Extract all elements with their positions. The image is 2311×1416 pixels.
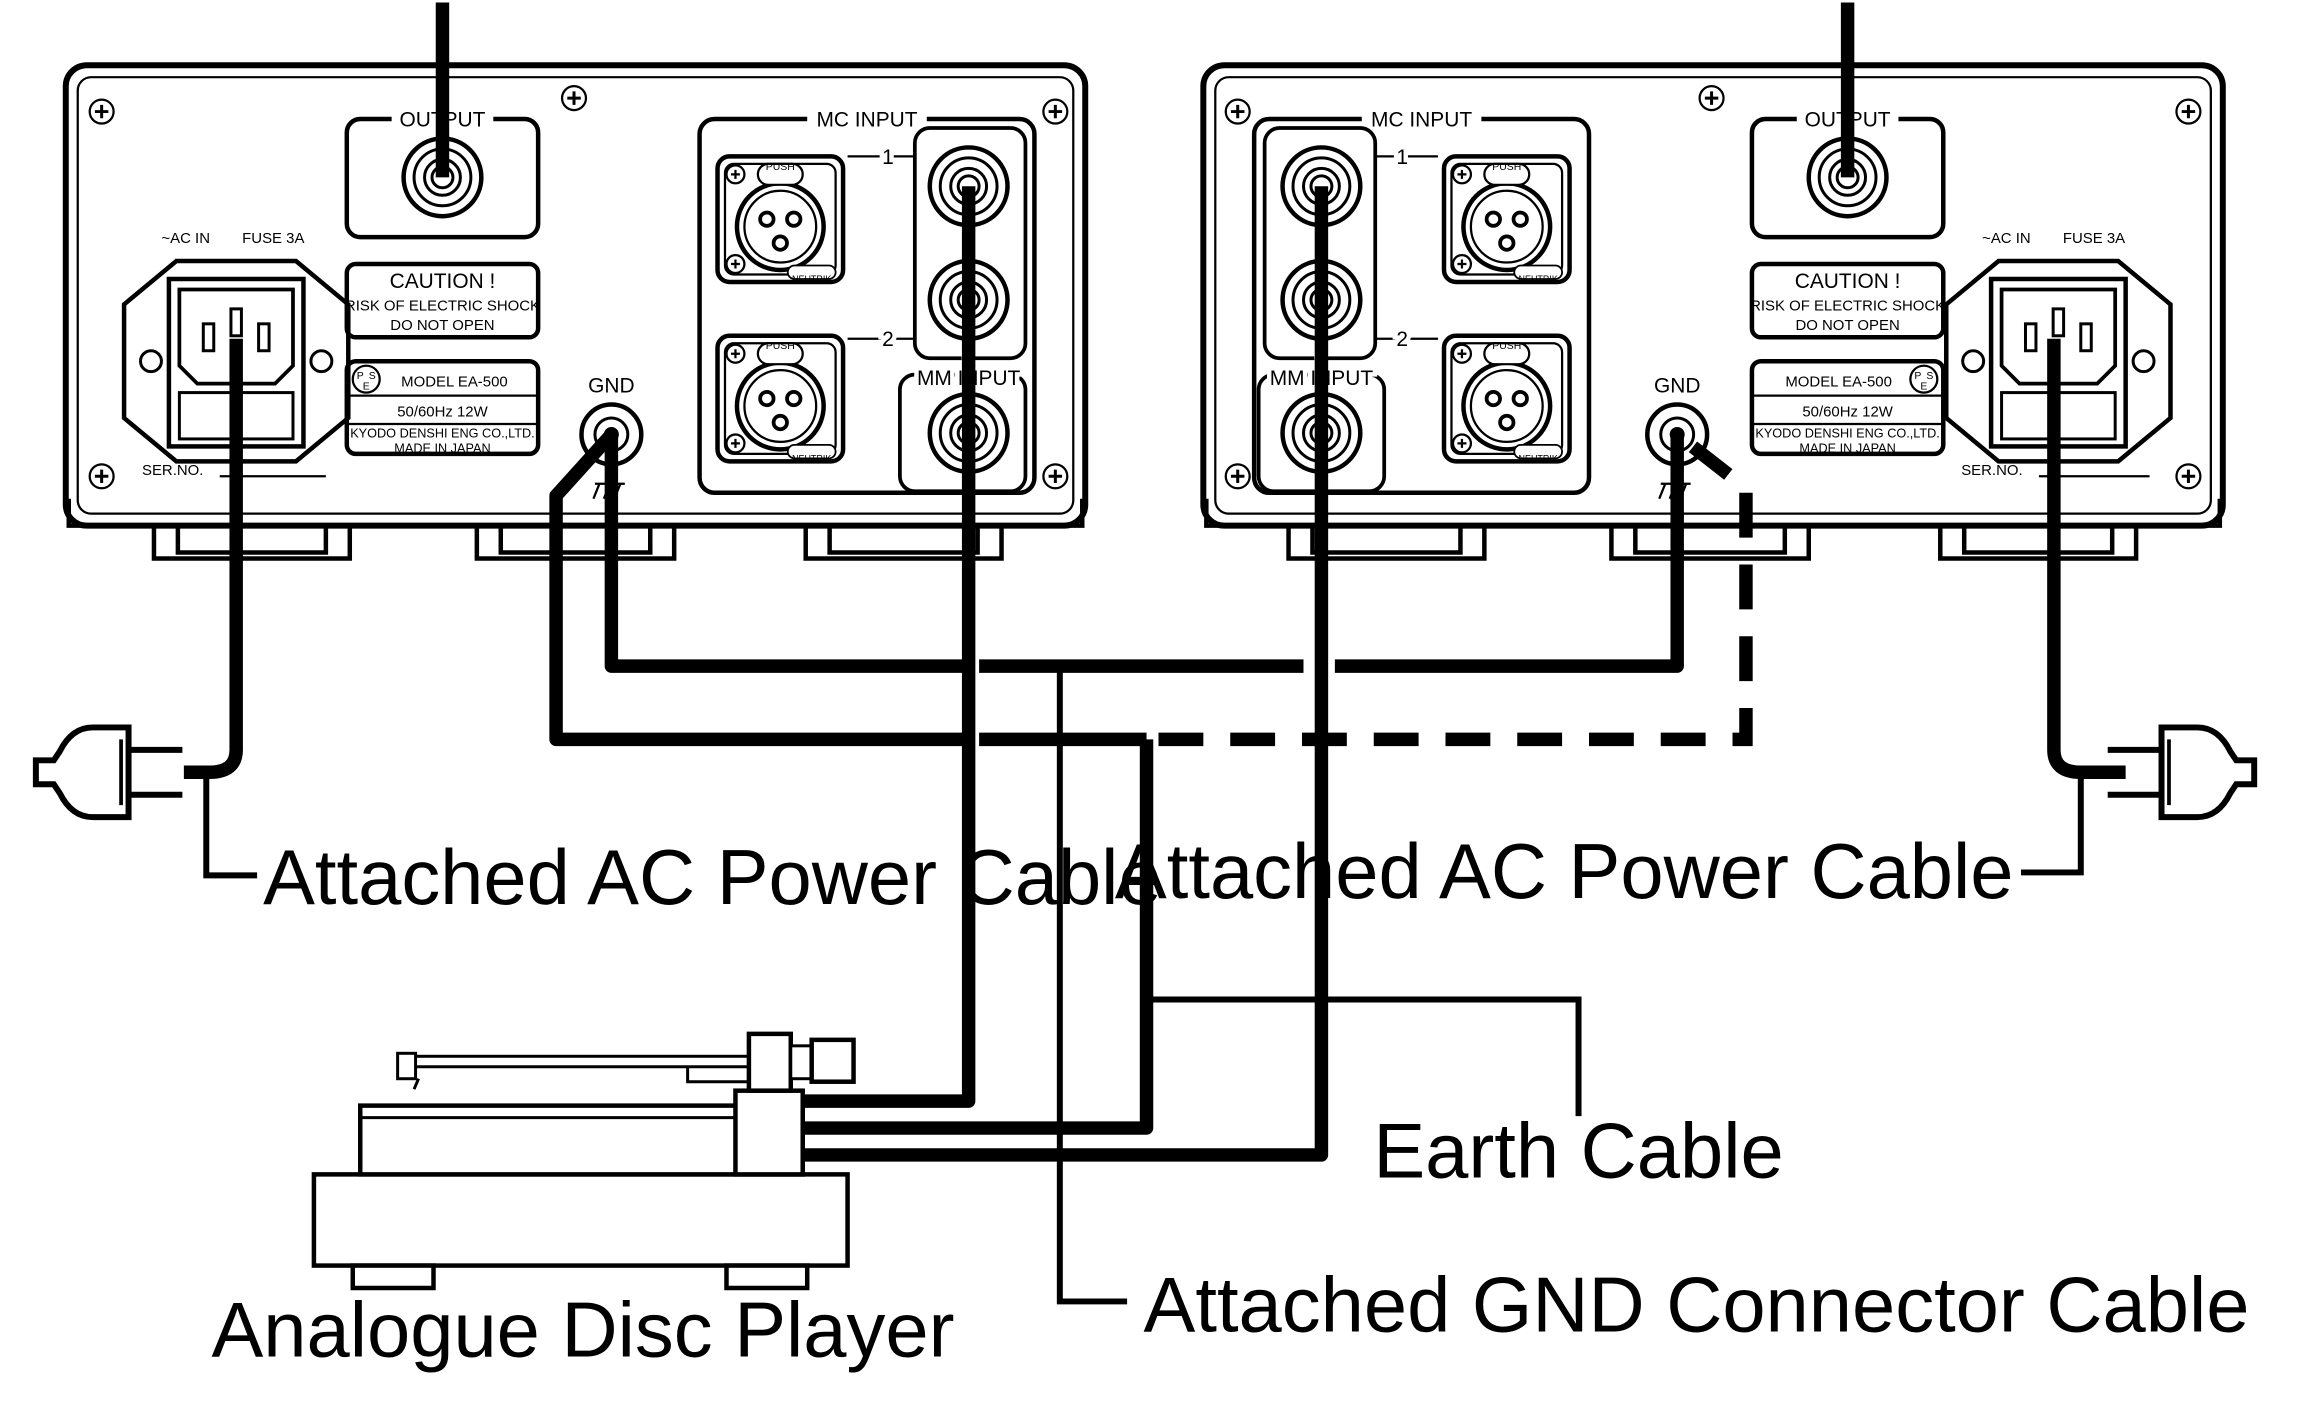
caution-line1: RISK OF ELECTRIC SHOCK bbox=[1750, 297, 1945, 314]
mc-input-1-xlr[interactable] bbox=[1444, 156, 1570, 282]
svg-text:1: 1 bbox=[1396, 146, 1408, 169]
model-label: MODEL EA-500 bbox=[401, 374, 508, 391]
gnd-connector-cable bbox=[979, 434, 1684, 673]
earth-cable-label: Earth Cable bbox=[1373, 1108, 1783, 1194]
fuse-label: FUSE 3A bbox=[242, 230, 304, 247]
svg-text:E: E bbox=[363, 382, 370, 393]
svg-text:1: 1 bbox=[882, 146, 894, 169]
disc-player-label: Analogue Disc Player bbox=[211, 1288, 954, 1374]
caution-title: CAUTION ! bbox=[1795, 270, 1901, 293]
rating-label: 50/60Hz 12W bbox=[397, 404, 488, 421]
pse-mark bbox=[1909, 364, 1939, 394]
panel-right: MC INPUT 1 2 PUSH PUSH NEUTRIK NEUTRIK M… bbox=[1200, 62, 2226, 561]
pse-mark bbox=[351, 364, 381, 394]
caution-label-box bbox=[1749, 261, 1946, 340]
caution-label-box bbox=[344, 261, 541, 340]
svg-text:PUSH: PUSH bbox=[1492, 341, 1521, 352]
ac-power-cable-left-label: Attached AC Power Cable bbox=[263, 835, 1162, 921]
rating-label: 50/60Hz 12W bbox=[1802, 404, 1893, 421]
made-in-label: MADE IN JAPAN bbox=[394, 441, 490, 455]
svg-text:P: P bbox=[1914, 371, 1921, 382]
maker-label: KYODO DENSHI ENG CO.,LTD. bbox=[350, 426, 534, 440]
gnd-label: GND bbox=[1654, 375, 1700, 398]
model-plate bbox=[1749, 358, 1946, 457]
plug-icon bbox=[2108, 727, 2254, 817]
mc-input-2-xlr[interactable] bbox=[718, 336, 844, 462]
model-plate bbox=[344, 358, 541, 457]
svg-text:NEUTRIK: NEUTRIK bbox=[1519, 274, 1558, 284]
ser-no-label: SER.NO. bbox=[142, 462, 203, 479]
ac-power-cable-right-label: Attached AC Power Cable bbox=[1115, 829, 2014, 915]
svg-text:S: S bbox=[1926, 371, 1933, 382]
plug-icon bbox=[36, 727, 182, 817]
svg-text:S: S bbox=[369, 371, 376, 382]
model-label: MODEL EA-500 bbox=[1785, 374, 1892, 391]
mc-input-1-xlr[interactable] bbox=[718, 156, 844, 282]
fuse-label: FUSE 3A bbox=[2063, 230, 2125, 247]
mc-input-label: MC INPUT bbox=[816, 109, 917, 132]
caution-line2: DO NOT OPEN bbox=[390, 317, 494, 334]
mc-input-label: MC INPUT bbox=[1371, 109, 1472, 132]
ac-power-cable-left bbox=[183, 338, 243, 780]
caution-line1: RISK OF ELECTRIC SHOCK bbox=[345, 297, 540, 314]
signal-cable bbox=[802, 186, 1329, 1162]
leader-lines bbox=[203, 666, 2084, 1305]
ser-no-label: SER.NO. bbox=[1961, 462, 2022, 479]
svg-text:E: E bbox=[1920, 382, 1927, 393]
svg-text:PUSH: PUSH bbox=[766, 162, 795, 173]
gnd-label: GND bbox=[588, 375, 634, 398]
panel-left: OUTPUT ~AC IN FUSE 3A CAUTION ! RISK OF … bbox=[62, 62, 1089, 561]
earth-cable bbox=[802, 739, 1154, 1135]
svg-text:PUSH: PUSH bbox=[1492, 162, 1521, 173]
svg-text:NEUTRIK: NEUTRIK bbox=[1519, 453, 1558, 463]
svg-text:2: 2 bbox=[1396, 328, 1408, 351]
svg-text:NEUTRIK: NEUTRIK bbox=[792, 274, 831, 284]
svg-text:PUSH: PUSH bbox=[766, 341, 795, 352]
ac-in-label: ~AC IN bbox=[1982, 230, 2031, 247]
svg-text:NEUTRIK: NEUTRIK bbox=[792, 453, 831, 463]
svg-text:2: 2 bbox=[882, 328, 894, 351]
turntable-icon bbox=[311, 1031, 856, 1291]
ac-in-label: ~AC IN bbox=[161, 230, 210, 247]
gnd-connector-cable-label: Attached GND Connector Cable bbox=[1144, 1262, 2250, 1348]
caution-line2: DO NOT OPEN bbox=[1795, 317, 1899, 334]
mc-input-2-xlr[interactable] bbox=[1444, 336, 1570, 462]
maker-label: KYODO DENSHI ENG CO.,LTD. bbox=[1755, 426, 1939, 440]
svg-text:P: P bbox=[357, 371, 364, 382]
caution-title: CAUTION ! bbox=[390, 270, 496, 293]
signal-cable bbox=[802, 186, 976, 1108]
made-in-label: MADE IN JAPAN bbox=[1799, 441, 1895, 455]
